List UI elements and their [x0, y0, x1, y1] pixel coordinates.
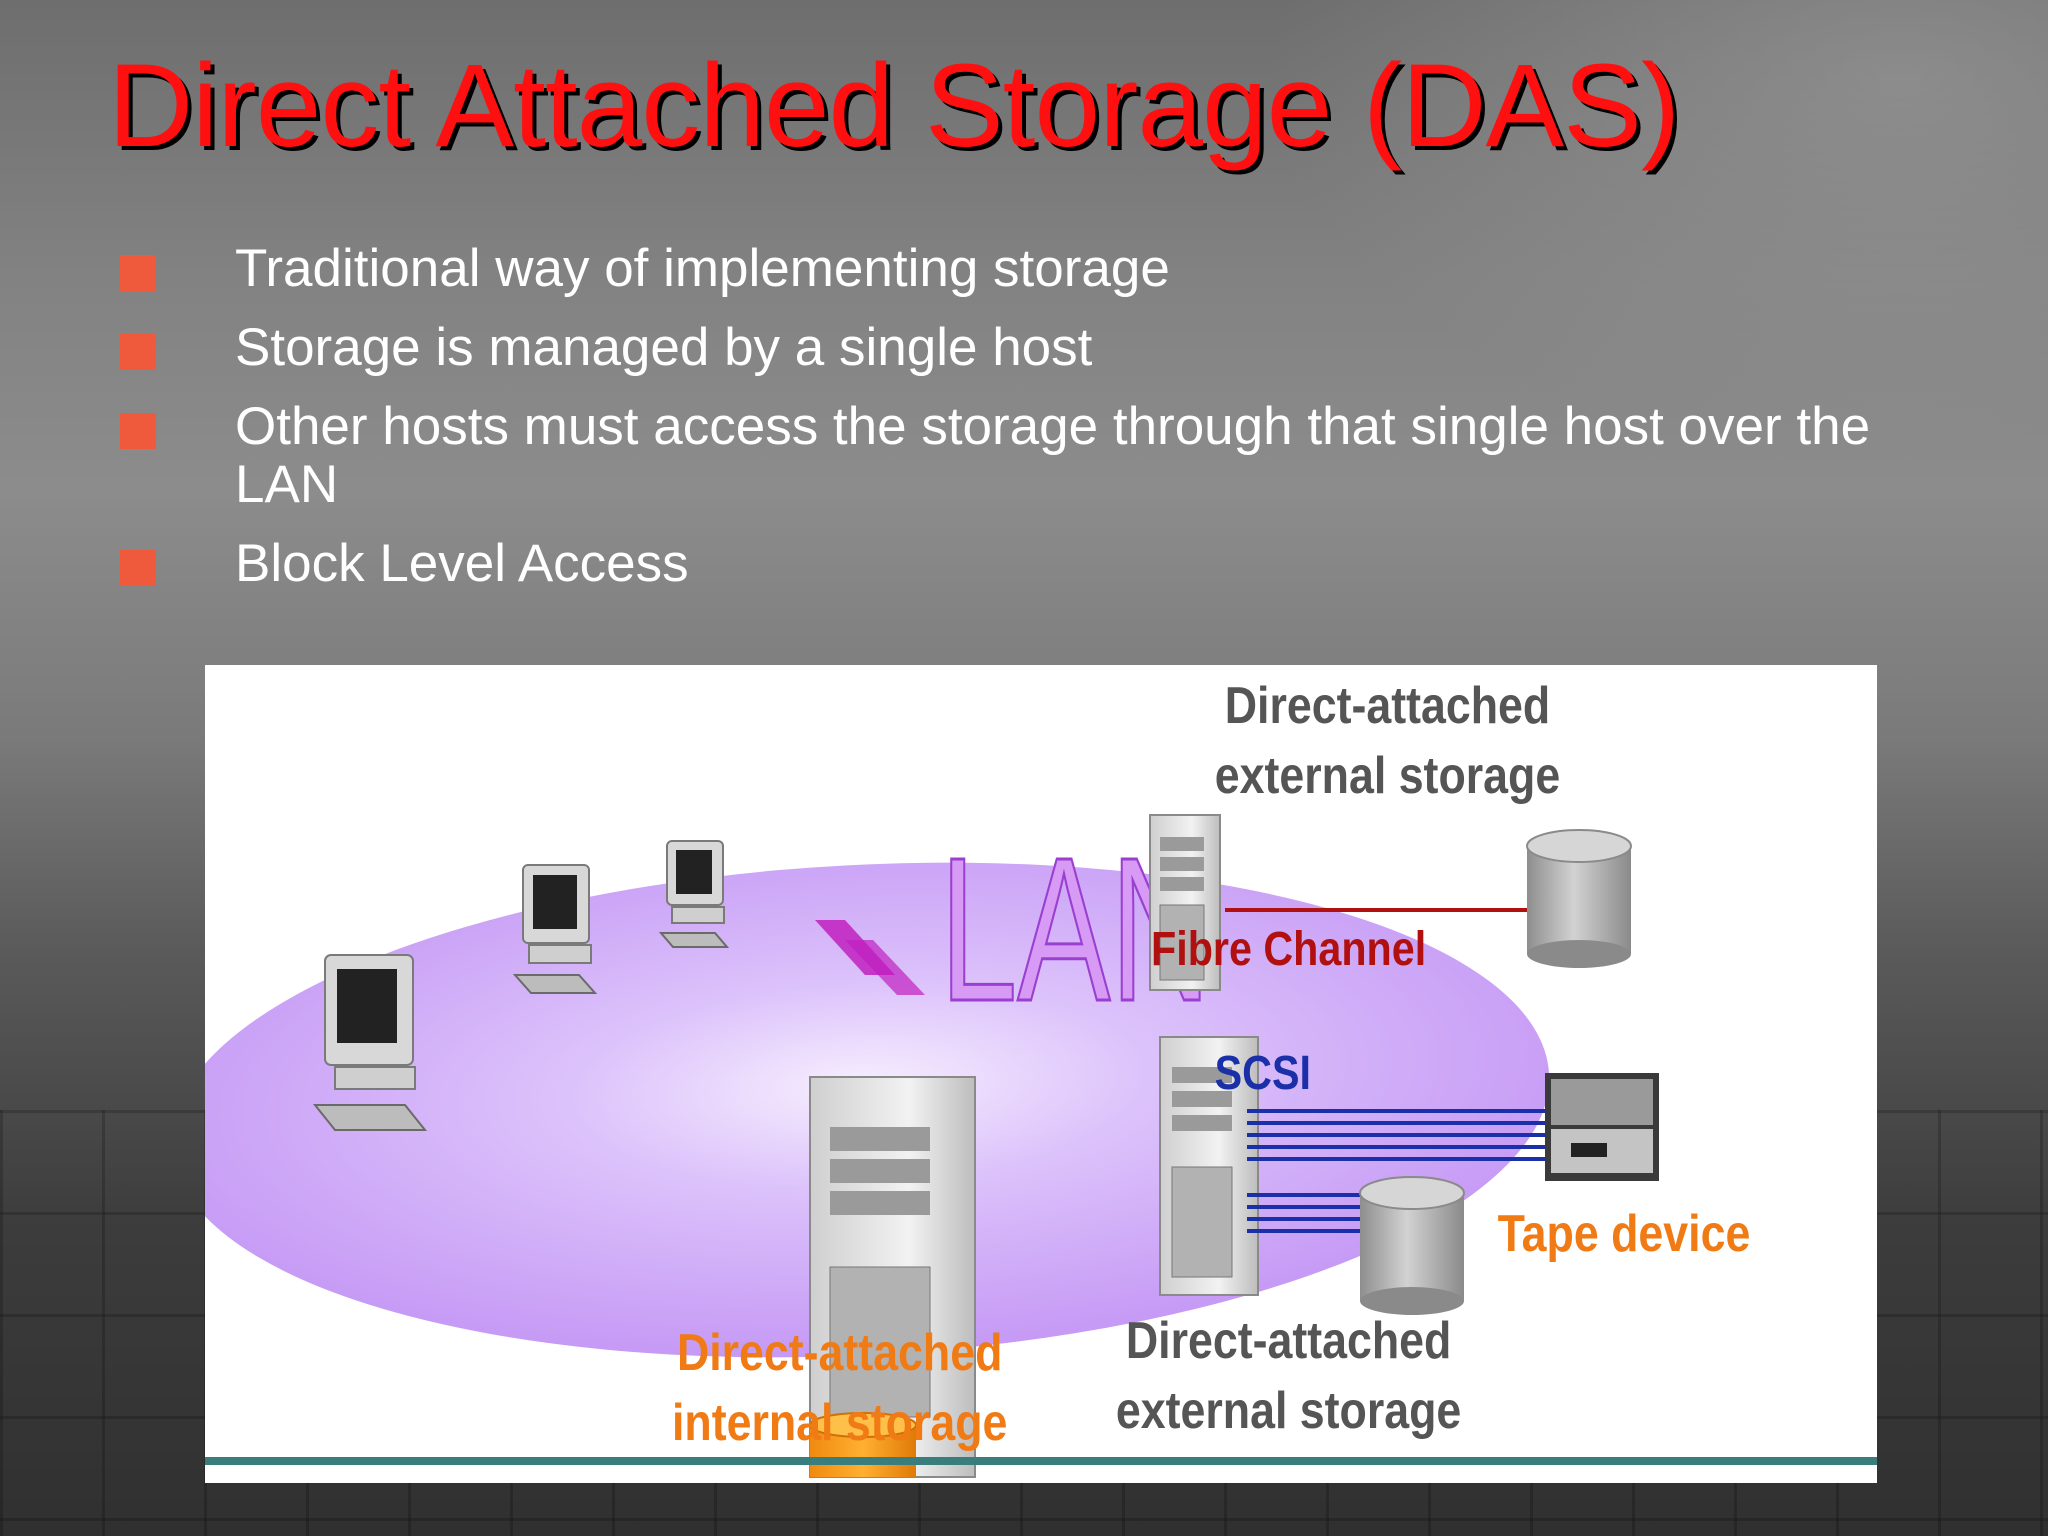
- disk-cylinder-icon: [1359, 1176, 1465, 1315]
- bullet-item: Traditional way of implementing storage: [120, 240, 1920, 298]
- bullet-item: Storage is managed by a single host: [120, 319, 1920, 377]
- das-diagram: LAN: [205, 665, 1877, 1483]
- external-top-label-line1: Direct-attached: [1225, 677, 1550, 735]
- bullet-list: Traditional way of implementing storage …: [120, 240, 1920, 614]
- bullet-square-icon: [120, 334, 156, 370]
- server-tower-icon: [1159, 1036, 1259, 1296]
- internal-label-line2: internal storage: [672, 1394, 1007, 1452]
- bullet-square-icon: [120, 413, 156, 449]
- bullet-item: Block Level Access: [120, 535, 1920, 593]
- internal-disk-icon: [809, 1412, 917, 1477]
- tape-device-label: Tape device: [1498, 1205, 1751, 1263]
- client-computer-icon: [312, 954, 428, 1131]
- das-diagram-svg: LAN: [205, 677, 1877, 1478]
- server-tower-icon: [809, 1076, 976, 1478]
- bullet-text: Traditional way of implementing storage: [235, 239, 1170, 298]
- bullet-item: Other hosts must access the storage thro…: [120, 398, 1920, 514]
- tape-drive-icon: [1545, 1073, 1659, 1181]
- internal-label-line1: Direct-attached: [677, 1324, 1002, 1382]
- server-tower-icon: [1149, 814, 1221, 991]
- disk-cylinder-icon: [1526, 829, 1632, 968]
- bullet-text: Other hosts must access the storage thro…: [235, 397, 1871, 514]
- teal-rule: [205, 1457, 1877, 1465]
- bullet-square-icon: [120, 255, 156, 291]
- fibre-channel-label: Fibre Channel: [1151, 922, 1426, 976]
- external-bottom-label-line2: external storage: [1116, 1382, 1461, 1440]
- scsi-label: SCSI: [1215, 1046, 1311, 1100]
- client-computer-icon: [658, 840, 730, 948]
- client-computer-icon: [512, 864, 598, 994]
- external-top-label-line2: external storage: [1215, 747, 1560, 805]
- bullet-square-icon: [120, 550, 156, 586]
- bullet-text: Block Level Access: [235, 534, 689, 593]
- scsi-link-disk: [1247, 1193, 1365, 1233]
- slide-title: Direct Attached Storage (DAS): [108, 40, 1680, 172]
- scsi-link-tape: [1247, 1109, 1545, 1161]
- bullet-text: Storage is managed by a single host: [235, 318, 1093, 377]
- external-bottom-label-line1: Direct-attached: [1126, 1312, 1451, 1370]
